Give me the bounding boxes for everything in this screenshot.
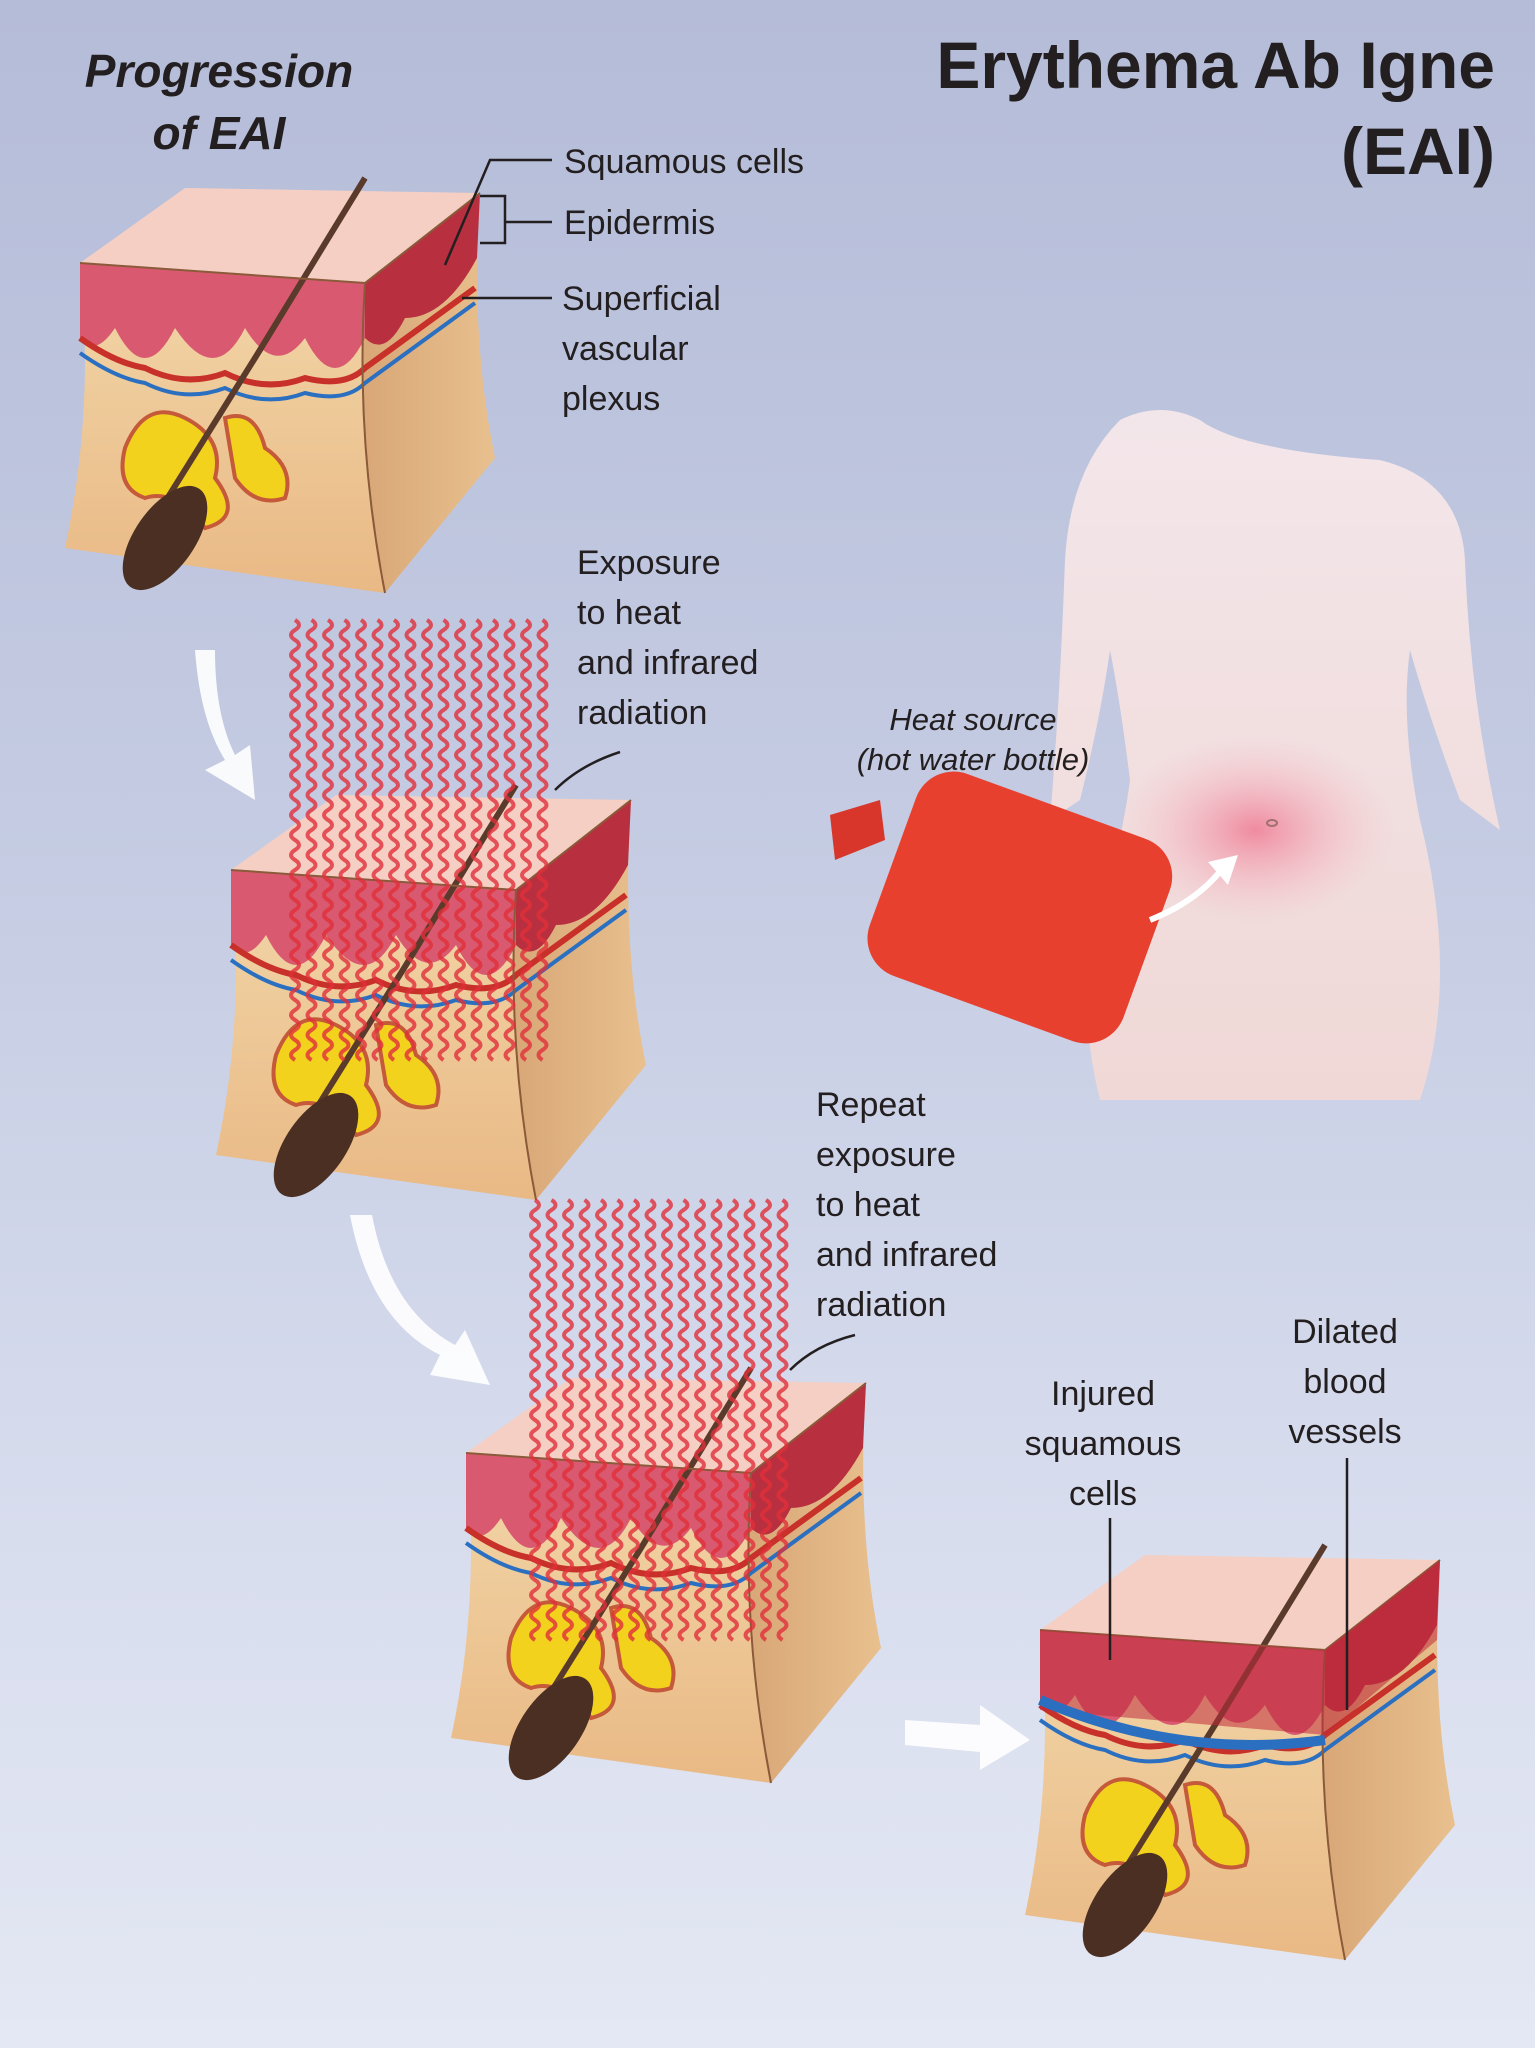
heat-wave xyxy=(421,618,433,1062)
heat-wave xyxy=(338,618,351,1062)
heat-wave xyxy=(595,1198,607,1642)
title-line-1: Erythema Ab Igne xyxy=(936,28,1495,102)
progression-line-2: of EAI xyxy=(152,107,286,159)
heat-wave xyxy=(644,1198,657,1642)
label-line: radiation xyxy=(577,694,708,732)
progression-arrow-1 xyxy=(195,650,255,800)
label-repeat-exposure: Repeat exposure to heat and infrared rad… xyxy=(816,1080,997,1330)
progression-arrow-3 xyxy=(905,1705,1030,1770)
label-squamous-cells: Squamous cells xyxy=(564,143,805,181)
label-epidermis: Epidermis xyxy=(564,204,716,242)
heat-wave xyxy=(611,1198,624,1642)
label-line: to heat xyxy=(577,594,681,632)
label-line: blood xyxy=(1303,1363,1387,1401)
heat-wave xyxy=(562,1198,574,1642)
progression-arrow-2 xyxy=(350,1215,490,1385)
label-line: to heat xyxy=(816,1186,920,1224)
label-line: Exposure xyxy=(577,544,721,582)
heat-wave xyxy=(520,618,532,1062)
leader-epidermis xyxy=(480,194,552,245)
heat-wave xyxy=(388,618,400,1062)
label-line: Superficial xyxy=(562,280,721,318)
label-superficial-vascular-plexus: Superficial vascular plexus xyxy=(562,274,721,424)
heat-wave xyxy=(289,618,301,1062)
heat-wave xyxy=(437,618,450,1062)
leader-squamous xyxy=(443,158,552,266)
heat-wave xyxy=(454,618,466,1062)
heat-waves-1 xyxy=(289,618,549,1062)
title-line-2: (EAI) xyxy=(1341,114,1495,188)
heat-wave xyxy=(545,1198,558,1642)
label-dilated-blood-vessels: Dilated blood vessels xyxy=(1245,1307,1445,1457)
heat-wave xyxy=(470,618,483,1062)
heat-wave xyxy=(536,618,549,1062)
heat-wave xyxy=(503,618,516,1062)
label-line: vascular xyxy=(562,330,689,368)
heat-wave xyxy=(487,618,499,1062)
heat-wave xyxy=(677,1198,690,1642)
label-line: plexus xyxy=(562,380,661,418)
heat-wave xyxy=(776,1198,789,1642)
label-line: squamous xyxy=(1024,1425,1182,1463)
heat-wave xyxy=(355,618,367,1062)
heat-wave xyxy=(578,1198,591,1642)
skin-block-normal xyxy=(65,178,495,604)
label-line: Repeat xyxy=(816,1086,926,1124)
label-exposure: Exposure to heat and infrared radiation xyxy=(577,538,758,738)
heat-wave xyxy=(661,1198,673,1642)
heat-wave xyxy=(743,1198,756,1642)
hot-water-bottle xyxy=(830,771,1238,1044)
progression-line-1: Progression xyxy=(84,45,354,97)
label-line: Injured xyxy=(1051,1375,1155,1413)
label-heat-source: Heat source (hot water bottle) xyxy=(823,700,1123,780)
progression-heading: Progression of EAI xyxy=(84,40,354,164)
label-line: (hot water bottle) xyxy=(856,742,1090,777)
torso-illustration xyxy=(1050,410,1500,1100)
heat-wave xyxy=(529,1198,541,1642)
label-line: radiation xyxy=(816,1286,947,1324)
leader-exposure xyxy=(554,750,621,791)
skin-block-eai xyxy=(1025,1545,1455,1971)
label-line: and infrared xyxy=(816,1236,998,1274)
page-title: Erythema Ab Igne (EAI) xyxy=(936,22,1495,194)
heat-wave xyxy=(760,1198,772,1642)
label-injured-squamous-cells: Injured squamous cells xyxy=(1003,1369,1203,1519)
heat-wave xyxy=(727,1198,739,1642)
leader-repeat xyxy=(789,1333,856,1371)
heat-wave xyxy=(305,618,318,1062)
heat-wave xyxy=(628,1198,640,1642)
label-line: vessels xyxy=(1288,1413,1402,1451)
label-line: and infrared xyxy=(577,644,759,682)
label-line: exposure xyxy=(816,1136,956,1174)
heat-wave xyxy=(371,618,384,1062)
label-line: cells xyxy=(1068,1475,1138,1513)
heat-waves-2 xyxy=(529,1198,789,1642)
label-line: Dilated xyxy=(1292,1313,1398,1351)
heat-wave xyxy=(404,618,417,1062)
heat-wave xyxy=(694,1198,706,1642)
label-line: Heat source xyxy=(889,702,1057,737)
heat-wave xyxy=(710,1198,723,1642)
heat-wave xyxy=(322,618,334,1062)
